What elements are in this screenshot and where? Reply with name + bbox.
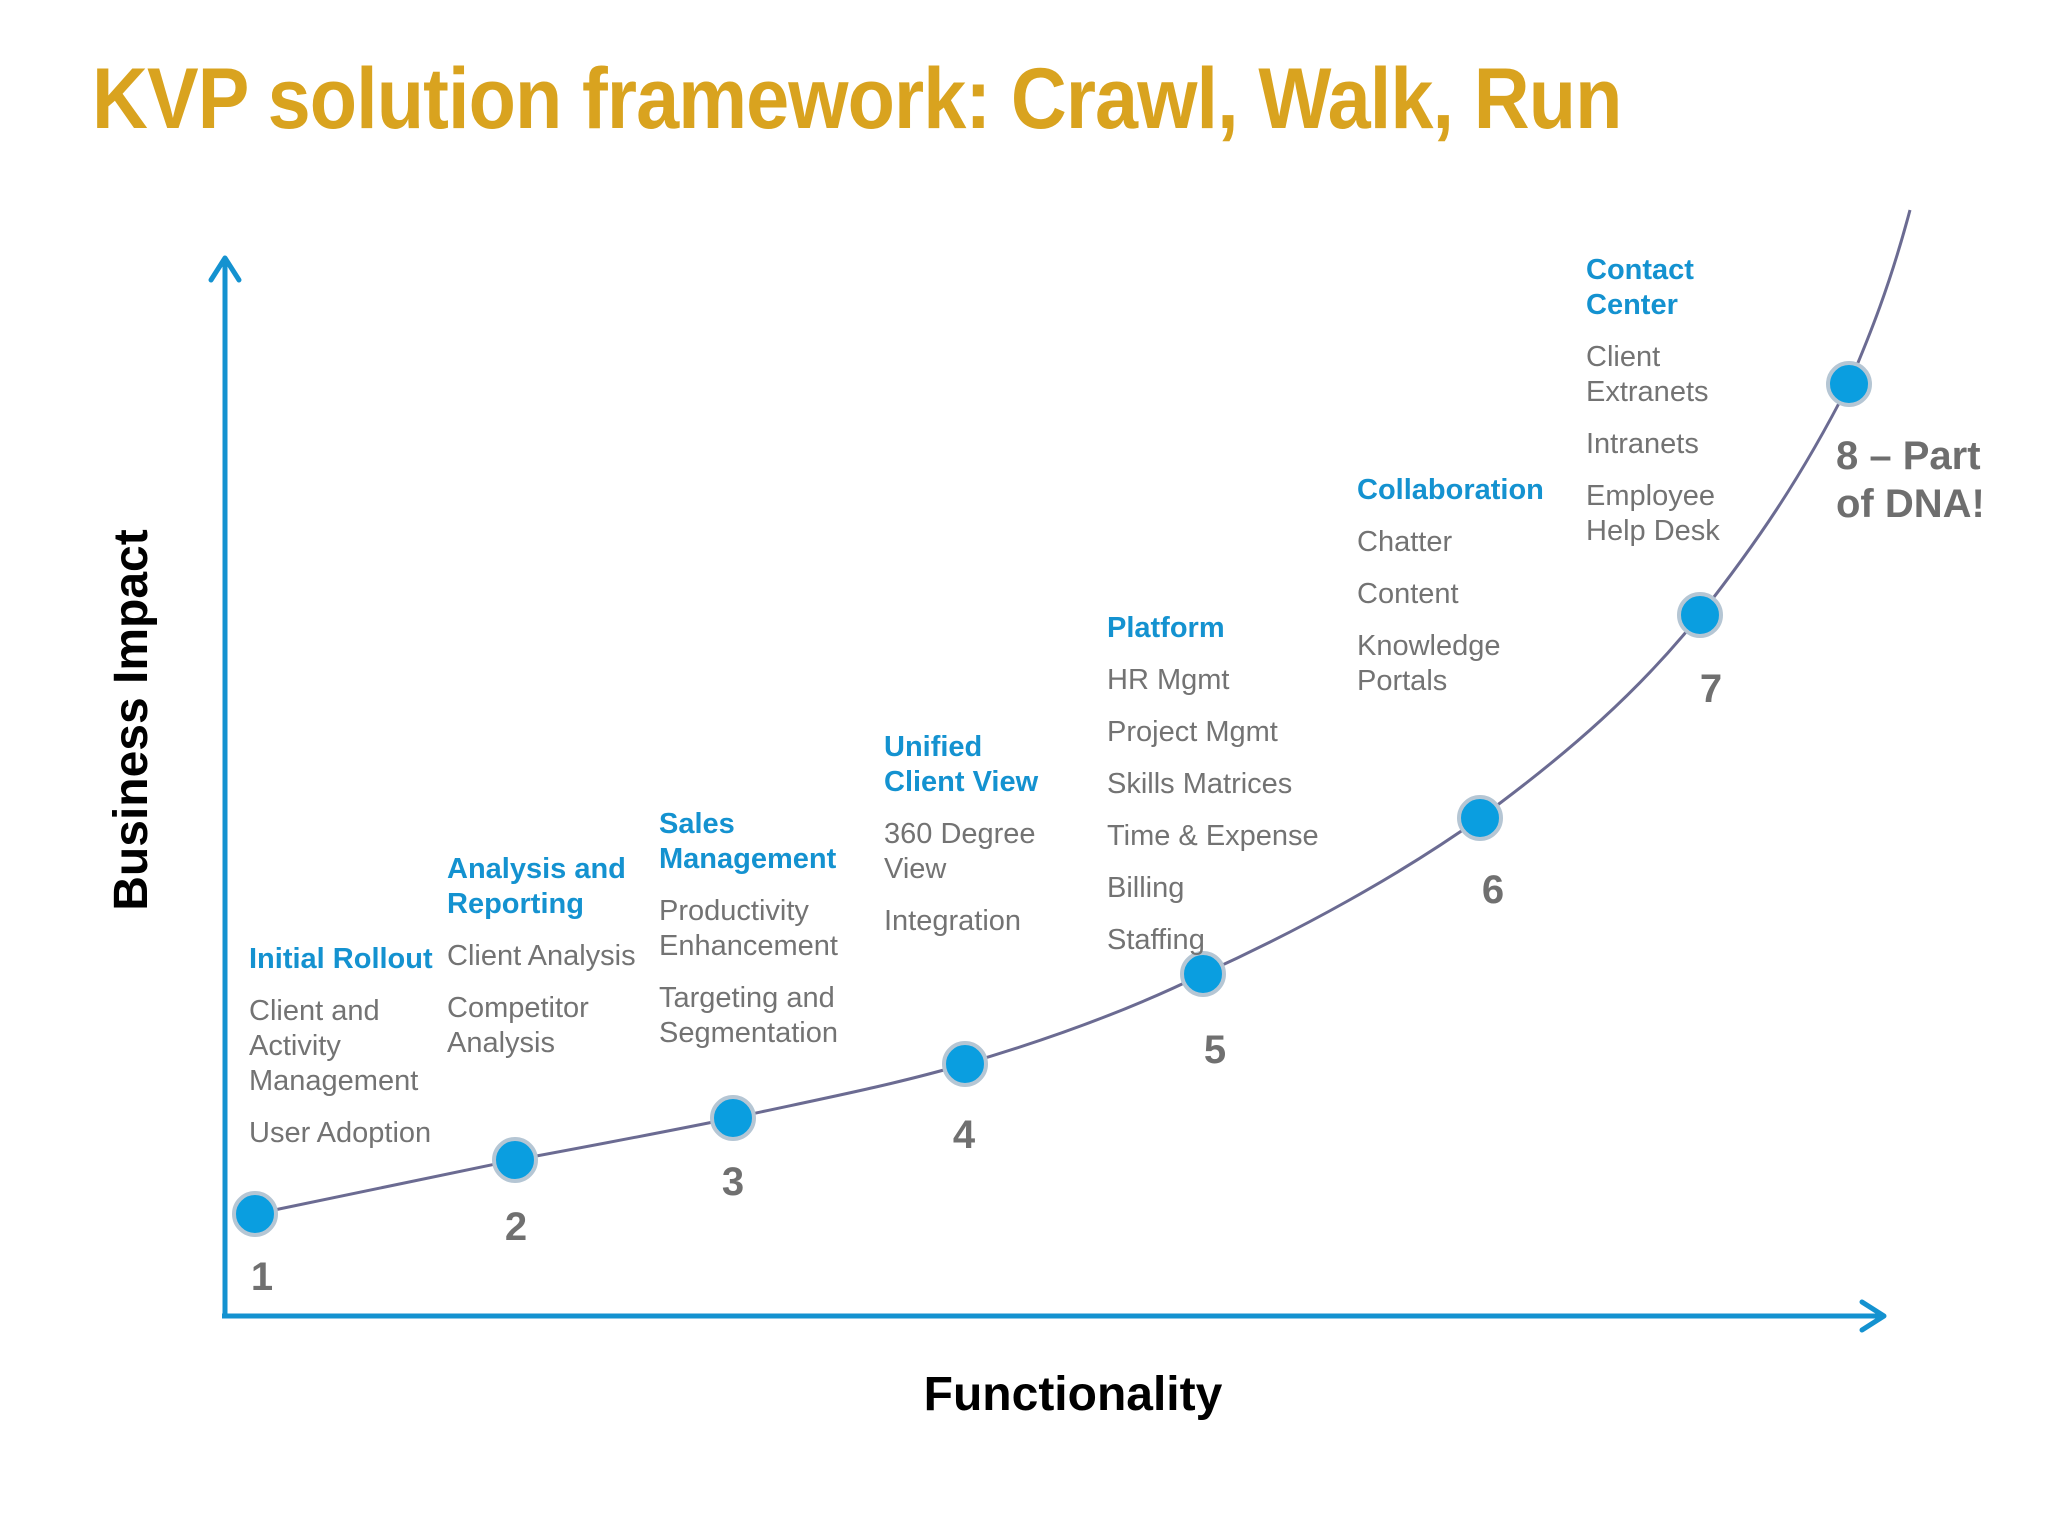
stage-heading: Contact Center (1586, 254, 1694, 321)
stage-item: User Adoption (249, 1117, 432, 1149)
stage-node-3 (710, 1095, 756, 1141)
stage-item: Client Analysis (447, 940, 636, 972)
stage-heading: Initial Rollout (249, 943, 433, 975)
stage-node-7 (1677, 592, 1723, 638)
stage-numbers: 1 2 3 4 5 6 7 (251, 667, 1722, 1299)
stage-item: Intranets (1586, 428, 1699, 460)
stage-item: Billing (1107, 872, 1185, 904)
stage-item: Content (1357, 578, 1459, 610)
stage-item: Skills Matrices (1107, 768, 1293, 800)
y-axis-arrowhead (208, 255, 242, 283)
stage-heading: Analysis and Reporting (447, 853, 626, 920)
y-axis-label: Business Impact (105, 529, 158, 910)
stage-item: Project Mgmt (1107, 716, 1278, 748)
axes (208, 255, 1887, 1333)
stage-item: Targeting and Segmentation (659, 982, 838, 1049)
stage-item: Employee Help Desk (1586, 480, 1720, 547)
stage-item: 360 Degree View (884, 818, 1036, 885)
stage-number-5: 5 (1204, 1028, 1226, 1072)
stage-number-7: 7 (1700, 667, 1722, 711)
final-stage-label: 8 – Part of DNA! (1836, 434, 1985, 526)
stage-item: HR Mgmt (1107, 664, 1230, 696)
stage-node-6 (1457, 795, 1503, 841)
stage-node-1 (232, 1191, 278, 1237)
stage-item: Client Extranets (1586, 341, 1709, 408)
stage-node-2 (492, 1137, 538, 1183)
stage-number-6: 6 (1482, 868, 1504, 912)
stage-number-4: 4 (953, 1113, 976, 1157)
stage-item: Client and Activity Management (249, 995, 419, 1097)
x-axis-arrowhead (1859, 1299, 1887, 1333)
page-title: KVP solution framework: Crawl, Walk, Run (92, 51, 1622, 147)
x-axis-label: Functionality (924, 1368, 1223, 1421)
stage-number-3: 3 (722, 1160, 744, 1204)
stage-item: Staffing (1107, 924, 1205, 956)
stage-node-5 (1180, 951, 1226, 997)
stage-heading: Unified Client View (884, 731, 1039, 798)
stage-item: Chatter (1357, 526, 1453, 558)
stage-node-8 (1826, 361, 1872, 407)
stage-number-1: 1 (251, 1255, 273, 1299)
stage-number-2: 2 (505, 1205, 527, 1249)
stage-heading: Collaboration (1357, 474, 1544, 506)
stage-nodes (232, 361, 1872, 1237)
stage-node-4 (942, 1041, 988, 1087)
stage-item: Competitor Analysis (447, 992, 589, 1059)
stage-item: Knowledge Portals (1357, 630, 1501, 697)
stage-heading: Sales Management (659, 808, 837, 875)
stage-item: Integration (884, 905, 1022, 937)
stage-heading: Platform (1107, 612, 1225, 644)
stage-item: Time & Expense (1107, 820, 1319, 852)
stage-item: Productivity Enhancement (659, 895, 838, 962)
